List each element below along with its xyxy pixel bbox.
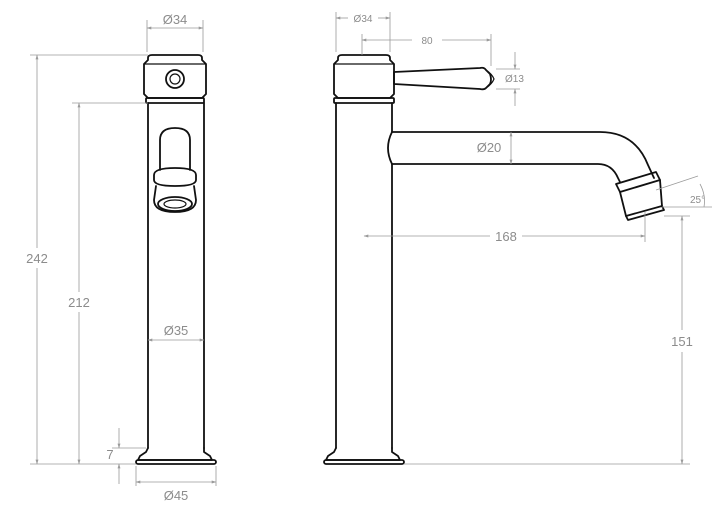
front-aerator: [153, 185, 197, 213]
front-base-plate: [135, 459, 217, 465]
front-base: [137, 447, 213, 461]
dim-spout-height: 151: [671, 334, 693, 349]
dim-total-height: 242: [26, 251, 48, 266]
dim-body-height: 212: [68, 295, 90, 310]
front-cap-collar: [145, 97, 205, 104]
dim-handle-length: 80: [421, 36, 433, 47]
front-view: [135, 54, 217, 465]
dim-spout-reach: 168: [495, 229, 517, 244]
front-aerator-top: [153, 167, 197, 187]
dim-line: [655, 175, 699, 191]
dim-angle-arc: [699, 183, 705, 208]
front-aerator-outlet-inner: [163, 199, 187, 209]
side-lever-handle: [393, 66, 492, 91]
side-aerator-tip: [625, 205, 665, 221]
dim-base-height: 7: [106, 447, 113, 462]
side-base: [325, 447, 401, 461]
dim-body-dia: Ø35: [164, 323, 189, 338]
dim-handle-tip-dia: Ø13: [505, 74, 524, 85]
front-aerator-outlet: [157, 196, 193, 212]
dim-handle-top-dia: Ø34: [163, 12, 188, 27]
dim-spout-dia: Ø20: [477, 140, 502, 155]
side-aerator-body: [619, 179, 663, 217]
front-spout-neck: [159, 127, 191, 171]
side-dimensions: Ø34 80 Ø13 Ø20 168 25° 151: [335, 12, 712, 465]
side-cap-collar: [333, 97, 395, 104]
front-button-icon: [165, 69, 185, 89]
dim-side-top-dia: Ø34: [354, 14, 373, 25]
side-view: [323, 54, 665, 465]
side-spout: [391, 131, 655, 183]
dim-aerator-angle: 25°: [690, 195, 705, 206]
side-top-cap: [333, 54, 395, 99]
front-dimensions: Ø34 242 212 Ø35 7 Ø45: [26, 12, 217, 503]
front-top-cap: [143, 54, 207, 99]
side-spout-joint: [387, 131, 393, 165]
front-button-inner: [169, 73, 181, 85]
side-base-plate: [323, 459, 405, 465]
dim-base-dia: Ø45: [164, 488, 189, 503]
side-lever-tip: [485, 69, 495, 89]
